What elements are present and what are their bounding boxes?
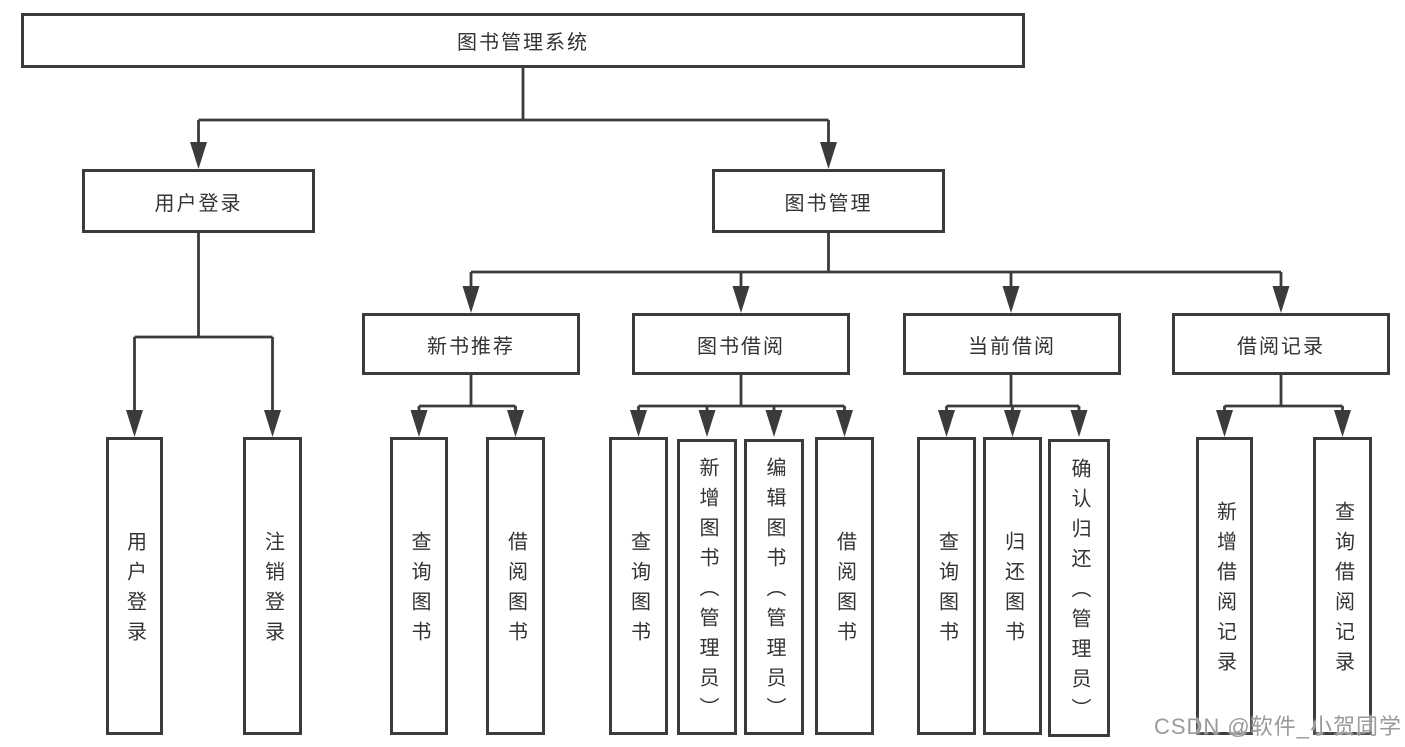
leaf-bw-add-books-admin-label: 新增图书（管理员） bbox=[696, 457, 718, 727]
arrowhead bbox=[410, 410, 428, 437]
arrowhead bbox=[190, 142, 207, 169]
leaf-cur-query-books-label: 查询图书 bbox=[935, 531, 958, 651]
leaf-cur-query-books: 查询图书 bbox=[917, 437, 976, 735]
node-user-login-label: 用户登录 bbox=[154, 192, 243, 215]
arrowhead bbox=[507, 410, 524, 437]
arrowhead bbox=[1272, 286, 1290, 313]
arrowhead bbox=[820, 142, 837, 169]
csdn-watermark: CSDN @软件_小贺同学 bbox=[1153, 714, 1402, 739]
arrowhead bbox=[765, 410, 783, 437]
leaf-nb-query-books: 查询图书 bbox=[390, 437, 448, 735]
node-current-borrowing-label: 当前借阅 bbox=[968, 335, 1056, 358]
arrowhead bbox=[1216, 410, 1233, 437]
leaf-cur-return-books-label: 归还图书 bbox=[1001, 531, 1024, 651]
node-book-borrowing-label: 图书借阅 bbox=[697, 335, 785, 358]
node-borrowing-records: 借阅记录 bbox=[1172, 313, 1390, 375]
leaf-bw-query-books-label: 查询图书 bbox=[627, 531, 650, 651]
leaf-cur-return-books: 归还图书 bbox=[983, 437, 1042, 735]
arrowhead bbox=[462, 286, 480, 313]
leaf-cur-confirm-return-admin-label: 确认归还（管理员） bbox=[1068, 458, 1090, 728]
leaf-logout: 注销登录 bbox=[243, 437, 302, 735]
arrowhead bbox=[938, 410, 955, 437]
node-new-book-recommend-label: 新书推荐 bbox=[427, 335, 515, 358]
arrowhead bbox=[264, 410, 281, 437]
arrowhead bbox=[1002, 286, 1020, 313]
leaf-rec-query-record-label: 查询借阅记录 bbox=[1331, 501, 1354, 681]
arrowhead bbox=[630, 410, 647, 437]
leaf-cur-confirm-return-admin: 确认归还（管理员） bbox=[1048, 439, 1110, 737]
arrowhead bbox=[1070, 410, 1088, 437]
node-new-book-recommend: 新书推荐 bbox=[362, 313, 580, 375]
arrowhead bbox=[836, 410, 853, 437]
leaf-bw-borrow-books: 借阅图书 bbox=[815, 437, 874, 735]
node-book-borrowing: 图书借阅 bbox=[632, 313, 850, 375]
arrowhead bbox=[732, 286, 750, 313]
leaf-rec-add-record-label: 新增借阅记录 bbox=[1213, 501, 1236, 681]
node-user-login: 用户登录 bbox=[82, 169, 315, 233]
leaf-bw-edit-books-admin-label: 编辑图书（管理员） bbox=[763, 457, 785, 727]
node-borrowing-records-label: 借阅记录 bbox=[1237, 335, 1325, 358]
leaf-bw-borrow-books-label: 借阅图书 bbox=[833, 531, 856, 651]
node-current-borrowing: 当前借阅 bbox=[903, 313, 1121, 375]
leaf-rec-add-record: 新增借阅记录 bbox=[1196, 437, 1253, 735]
arrowhead bbox=[126, 410, 143, 437]
leaf-bw-edit-books-admin: 编辑图书（管理员） bbox=[744, 439, 804, 735]
leaf-user-login: 用户登录 bbox=[106, 437, 163, 735]
node-root-label: 图书管理系统 bbox=[457, 32, 589, 54]
node-root: 图书管理系统 bbox=[21, 13, 1025, 68]
leaf-user-login-label: 用户登录 bbox=[123, 531, 146, 651]
leaf-nb-borrow-books: 借阅图书 bbox=[486, 437, 545, 735]
arrowhead bbox=[1334, 410, 1351, 437]
leaf-nb-query-books-label: 查询图书 bbox=[408, 531, 430, 651]
leaf-bw-query-books: 查询图书 bbox=[609, 437, 668, 735]
leaf-nb-borrow-books-label: 借阅图书 bbox=[504, 531, 527, 651]
node-book-management: 图书管理 bbox=[712, 169, 945, 233]
leaf-rec-query-record: 查询借阅记录 bbox=[1313, 437, 1372, 735]
leaf-logout-label: 注销登录 bbox=[261, 531, 284, 651]
node-book-management-label: 图书管理 bbox=[784, 192, 873, 215]
arrowhead bbox=[1004, 410, 1021, 437]
leaf-bw-add-books-admin: 新增图书（管理员） bbox=[677, 439, 737, 735]
arrowhead bbox=[698, 410, 716, 437]
